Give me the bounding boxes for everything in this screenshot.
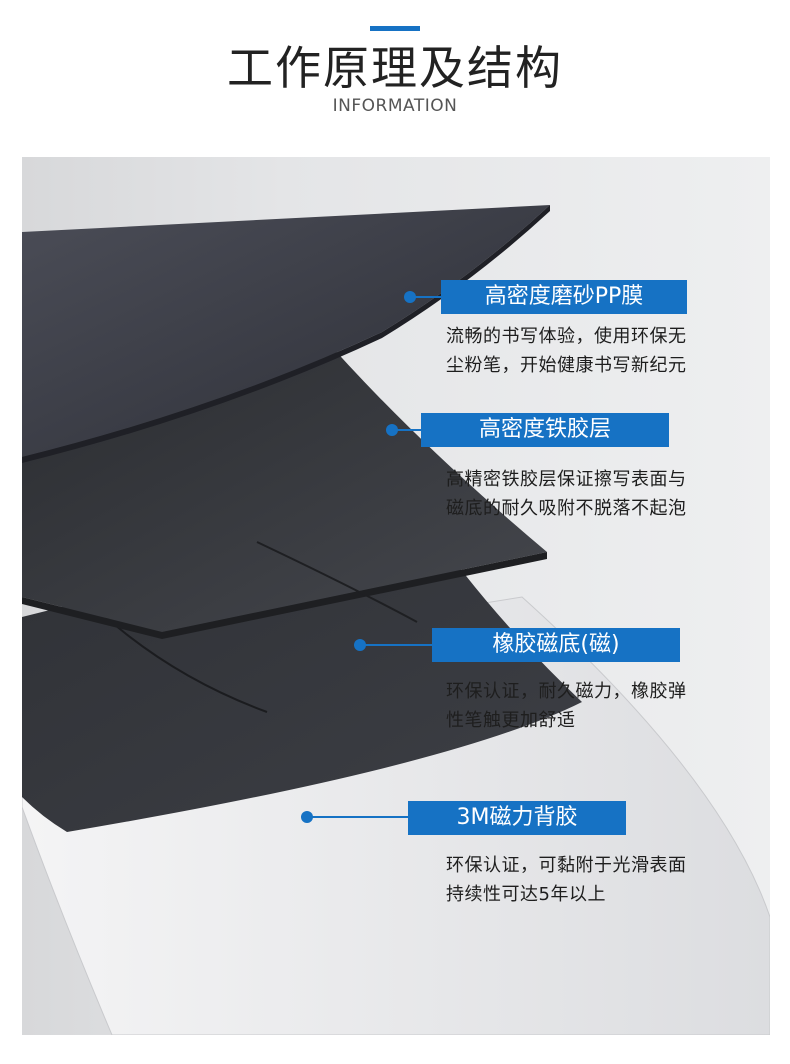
title-accent-bar — [370, 26, 420, 31]
layer-label: 高密度铁胶层 — [421, 413, 669, 447]
callout-pointer-icon — [404, 291, 445, 303]
page-title: 工作原理及结构 — [227, 41, 563, 95]
layer-description: 流畅的书写体验，使用环保无尘粉笔，开始健康书写新纪元 — [446, 326, 687, 376]
layer-description: 环保认证，耐久磁力，橡胶弹性笔触更加舒适 — [446, 681, 687, 731]
callout-pointer-icon — [301, 811, 412, 823]
layer-label: 3M磁力背胶 — [408, 801, 626, 835]
pp-film-layer — [22, 205, 550, 457]
layer-description: 高精密铁胶层保证擦写表面与磁底的耐久吸附不脱落不起泡 — [446, 469, 687, 519]
layer-description: 环保认证，可黏附于光滑表面持续性可达5年以上 — [446, 855, 687, 905]
layer-label: 高密度磨砂PP膜 — [441, 280, 687, 314]
callout-pointer-icon — [354, 639, 435, 651]
page-subtitle: INFORMATION — [332, 96, 458, 116]
layer-label: 橡胶磁底(磁) — [432, 628, 680, 662]
